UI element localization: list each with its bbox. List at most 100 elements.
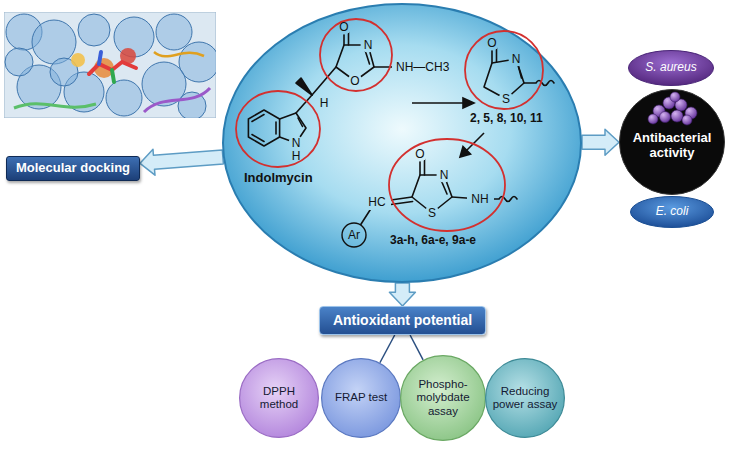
docking-illustration-part: [5, 14, 216, 118]
e-coli-ellipse: E. coli: [630, 196, 714, 228]
text-holder: E. coli: [630, 196, 714, 228]
shape-text: Reducing power assay: [492, 385, 558, 411]
compound-label: 3a-h, 6a-e, 9a-e: [390, 233, 476, 247]
chemical-structures-part-part: [298, 118, 303, 127]
shape-text: DPPH method: [246, 385, 312, 411]
s-aureus-ellipse: S. aureus: [628, 50, 714, 86]
chemical-structures-part-part: [441, 180, 447, 194]
docking-illustration-part-part: [106, 80, 142, 116]
docking-illustration-part-part: [78, 14, 110, 46]
shape-text: Antibacterial activity: [627, 131, 717, 161]
docking-illustration-part: [154, 52, 204, 56]
shape-text: S. aureus: [645, 61, 696, 75]
chemical-structures-part: [342, 223, 366, 247]
chemical-structures-part-part: [465, 31, 543, 109]
docking-illustration: [4, 12, 216, 118]
atom-label: N: [292, 137, 301, 149]
bacteria-cluster-part-part: [671, 110, 683, 122]
compound-label: Indolmycin: [244, 170, 313, 185]
text-holder: FRAP test: [321, 358, 401, 438]
chemical-structures-part: [248, 25, 554, 235]
atom-label: N: [364, 39, 373, 51]
atom-label: S: [428, 207, 436, 219]
central-ellipse: Indolmycin 2, 5, 8, 10, 11 3a-h, 6a-e, 9a-…: [222, 3, 582, 283]
chemical-structures-part-part: [296, 78, 312, 95]
connector-line: [380, 335, 395, 363]
chemical-structures-part-part: [389, 139, 505, 231]
block-arrow-shape: [389, 283, 415, 306]
s-aureus-ellipse-shape: [629, 51, 714, 86]
atom-label: N: [440, 169, 449, 181]
docking-illustration-part: [71, 53, 85, 67]
assay-circle-shape: [240, 359, 319, 438]
central-ellipse-shape: [223, 4, 581, 282]
assay-circle-shape: [322, 359, 401, 438]
chemical-structures-part-part: [275, 122, 277, 134]
block-arrow-shape: [140, 149, 223, 175]
chemical-structures-part: [236, 19, 543, 231]
e-coli-ellipse-shape: [631, 197, 714, 228]
atom-label: HC: [368, 196, 385, 208]
docking-illustration-part: [144, 88, 210, 112]
block-arrow: [389, 283, 415, 306]
docking-illustration-part: [112, 70, 114, 82]
assay-circle: DPPH method: [239, 358, 319, 438]
atom-label: S: [502, 93, 510, 105]
chemical-structures-part-part: [374, 66, 396, 68]
atom-label: O: [339, 21, 348, 33]
atom-label: N: [512, 53, 521, 65]
bacteria-cluster-part-part: [660, 112, 671, 123]
chemical-structures-part-part: [518, 65, 522, 78]
chemical-structures-part-part: [236, 91, 320, 167]
docking-illustration-part-part: [5, 48, 33, 76]
antibacterial-circle: Antibacterial activity: [619, 89, 725, 195]
chemical-structures-part-part: [365, 50, 370, 64]
text-holder: Reducing power assay: [485, 358, 565, 438]
atom-label: Ar: [348, 229, 360, 241]
docking-box: Molecular docking: [6, 156, 140, 181]
assay-circle: FRAP test: [321, 358, 401, 438]
shape-text: E. coli: [656, 205, 689, 219]
chemical-structures-part-part: [248, 110, 279, 146]
assay-circle: Phospho-molybdate assay: [400, 355, 486, 441]
atom-label: O: [350, 75, 359, 87]
box-text: Molecular docking: [15, 161, 131, 176]
atom-label: H: [320, 97, 329, 109]
antibacterial-circle-shape: [620, 90, 725, 195]
bacteria-cluster-part-part: [670, 92, 680, 102]
block-arrow: [582, 129, 619, 155]
atom-label: O: [415, 148, 424, 160]
docking-illustration-part-part: [156, 14, 192, 50]
atom-label: NH: [471, 193, 488, 205]
chemical-structures-part-part: [463, 98, 474, 108]
chemical-structures-part-part: [524, 81, 554, 86]
box-text: Antioxidant potential: [332, 312, 473, 328]
docking-illustration-part: [14, 104, 96, 108]
bacteria-cluster-part-part: [648, 114, 658, 124]
text-holder: DPPH method: [239, 358, 319, 438]
shape-text: Phospho-molybdate assay: [410, 378, 476, 418]
antioxidant-box: Antioxidant potential: [319, 306, 486, 335]
atom-label: NH—CH3: [396, 61, 449, 73]
chemical-structures-part-part: [320, 19, 392, 91]
block-arrow: [140, 149, 223, 175]
atom-label: O: [487, 37, 496, 49]
connector-line: [410, 335, 423, 360]
chemical-structures-part-part: [494, 197, 517, 202]
text-holder: Antibacterial activity: [619, 89, 725, 195]
bacteria-cluster-part: [648, 92, 697, 125]
docking-illustration-part-part: [32, 20, 76, 64]
chemical-structures-part-part: [252, 115, 264, 122]
chemical-structures-part-part: [460, 147, 471, 158]
assay-circle-shape: [401, 356, 486, 441]
compound-label: 2, 5, 8, 10, 11: [470, 111, 543, 125]
atom-label: H: [292, 150, 301, 162]
assay-circle: Reducing power assay: [485, 358, 565, 438]
chemical-structures-part-part: [252, 135, 264, 142]
chemical-structures-part-part: [412, 102, 465, 104]
connector-stroke: [380, 335, 395, 363]
connector-stroke: [410, 335, 423, 360]
shape-text: FRAP test: [335, 391, 387, 404]
docking-illustration-part: [99, 52, 101, 64]
